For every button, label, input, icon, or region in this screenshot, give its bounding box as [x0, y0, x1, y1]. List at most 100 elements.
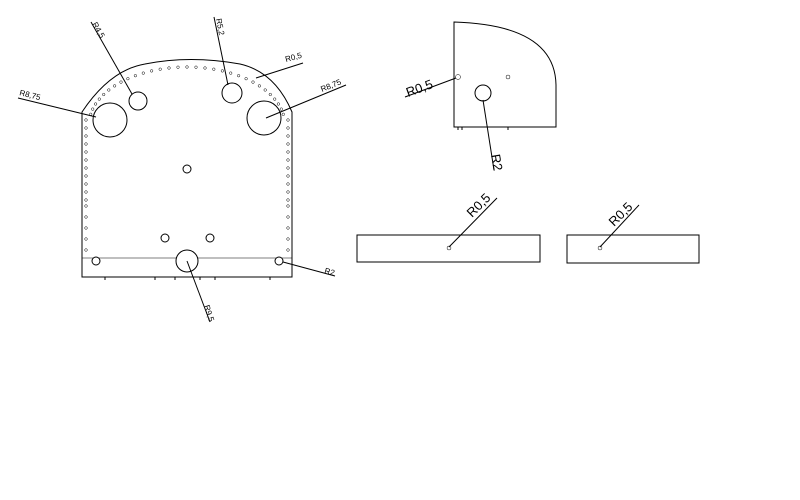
- rivet-dot: [273, 97, 277, 101]
- rivet-dot: [94, 102, 98, 106]
- hole-r0-5: [597, 245, 603, 251]
- rivet-dot: [286, 126, 290, 130]
- rivet-dot: [84, 150, 88, 154]
- rivet-dot: [251, 80, 255, 84]
- side-panel-outline: [453, 21, 557, 128]
- rivet-dot: [84, 166, 88, 170]
- rivet-dot: [257, 84, 261, 88]
- rivet-dot: [84, 158, 88, 162]
- rivet-dot: [276, 102, 280, 106]
- rivet-dot: [84, 237, 88, 241]
- leader-r4-5: [90, 21, 133, 95]
- rivet-dot: [97, 97, 101, 101]
- hole-r0-5: [455, 74, 461, 80]
- leader-r2: [482, 99, 495, 171]
- rivet-dot: [286, 190, 290, 194]
- rivet-dot: [176, 65, 180, 69]
- bar-right: R0,5: [566, 199, 700, 264]
- rivet-dot: [113, 84, 117, 88]
- label-r2: R2: [323, 266, 336, 277]
- label-r0-5: R0,5: [284, 51, 303, 64]
- hole-corner-left: [91, 256, 101, 266]
- rivet-dot: [84, 142, 88, 146]
- rivet-dot: [286, 237, 290, 241]
- hole-r0-5-right: [505, 74, 511, 80]
- label-r4-5: R4,5: [90, 21, 107, 41]
- hole-pair-left: [160, 233, 170, 243]
- rivet-dot: [286, 248, 290, 252]
- label-r0-5: R0,5: [404, 76, 435, 99]
- hole-pair-right: [205, 233, 215, 243]
- rivet-dot: [286, 215, 290, 219]
- rivet-dot: [141, 71, 145, 75]
- rivet-dot: [286, 182, 290, 186]
- bar-left: R0,5: [356, 190, 541, 263]
- hole-r0-5: [446, 245, 452, 251]
- leader-r9-5: [186, 260, 211, 323]
- rivet-dot: [167, 66, 171, 70]
- rivet-dot: [84, 126, 88, 130]
- rivet-dot: [84, 226, 88, 230]
- leader-r0-5: [599, 204, 640, 248]
- rivet-dot: [84, 204, 88, 208]
- leader-r8-75-right: [265, 84, 347, 119]
- rivet-dot: [150, 69, 154, 73]
- rivet-dot: [84, 118, 88, 122]
- hole-r4-5: [128, 91, 148, 111]
- hole-r2: [274, 256, 284, 266]
- front-panel: R4,5 R5,2 R0,5 R8,75 R8,75 R2 R9,5: [17, 16, 347, 323]
- leader-r0-5: [404, 77, 457, 98]
- rivet-dot: [286, 134, 290, 138]
- rivet-dot: [286, 198, 290, 202]
- rivet-dot: [84, 134, 88, 138]
- rivet-dot: [286, 142, 290, 146]
- bar-left-outline: [356, 234, 541, 263]
- rivet-dot: [244, 77, 248, 81]
- rivet-dot: [119, 80, 123, 84]
- bar-right-outline: [566, 234, 700, 264]
- hole-r2: [474, 84, 492, 102]
- rivet-dot: [203, 66, 207, 70]
- rivet-dot: [133, 74, 137, 78]
- leader-r2: [282, 261, 336, 277]
- rivet-dot: [279, 107, 283, 111]
- rivet-dot: [286, 166, 290, 170]
- label-r0-5: R0,5: [464, 190, 494, 220]
- hole-r8-75-left: [92, 102, 128, 138]
- rivet-dot: [84, 248, 88, 252]
- rivet-dot: [84, 198, 88, 202]
- rivet-dot: [286, 118, 290, 122]
- rivet-dot: [263, 88, 267, 92]
- rivet-dot: [286, 158, 290, 162]
- rivet-dot: [268, 92, 272, 97]
- front-panel-rivet-row: [84, 65, 290, 252]
- label-r0-5: R0,5: [606, 199, 636, 229]
- rivet-dot: [84, 215, 88, 219]
- rivet-dot: [212, 67, 216, 71]
- label-r9-5: R9,5: [202, 304, 216, 323]
- front-panel-outline: [81, 59, 293, 278]
- hole-r5-2: [221, 82, 243, 104]
- leader-r8-75-left: [17, 97, 97, 118]
- rivet-dot: [185, 65, 189, 69]
- label-r2: R2: [488, 153, 506, 172]
- rivet-dot: [84, 182, 88, 186]
- rivet-dot: [286, 150, 290, 154]
- rivet-dot: [102, 92, 106, 97]
- hole-r8-75-right: [246, 100, 282, 136]
- leader-r0-5: [448, 197, 498, 248]
- rivet-dot: [286, 204, 290, 208]
- rivet-dot: [107, 88, 111, 92]
- rivet-dot: [194, 65, 198, 69]
- rivet-dot: [126, 77, 130, 81]
- hole-center: [182, 164, 192, 174]
- rivet-dot: [281, 112, 285, 116]
- label-r8-75-left: R8,75: [19, 88, 42, 102]
- rivet-dot: [237, 74, 241, 78]
- leader-r5-2: [213, 16, 229, 86]
- rivet-dot: [84, 174, 88, 178]
- side-panel: R0,5 R2: [404, 21, 557, 172]
- rivet-dot: [286, 174, 290, 178]
- leader-r0-5: [255, 62, 304, 79]
